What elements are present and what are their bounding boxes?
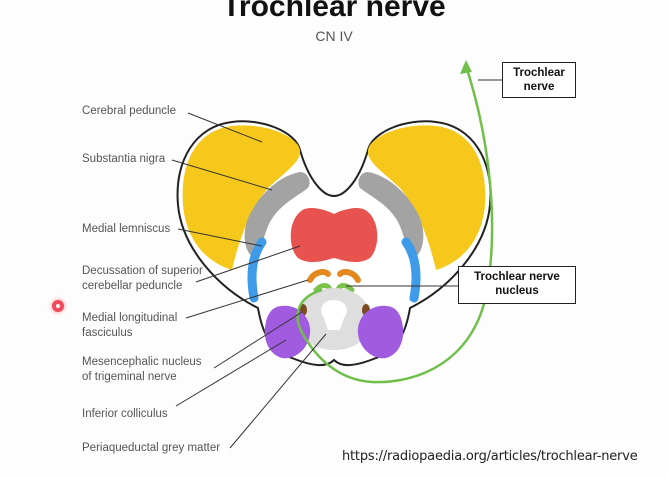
trochlear-nerve-arrowhead [460,60,472,74]
cerebral-aqueduct [321,300,347,330]
medial-lemniscus-right [401,237,421,303]
pointer-cursor-icon [52,300,64,312]
label-periaqueductal-grey: Periaqueductal grey matter [82,442,221,454]
callout-trochlear-nucleus: Trochlear nerve nucleus [458,266,576,304]
mlf-left [307,269,331,283]
diagram-subtitle: CN IV [315,28,353,44]
label-inferior-colliculus: Inferior colliculus [82,408,168,420]
leader-lines [171,79,502,449]
label-substantia-nigra: Substantia nigra [82,153,166,165]
substantia-nigra-right [358,172,424,258]
callout-trochlear-nerve: Trochlear nerve [502,62,576,98]
cerebral-peduncle-left [182,125,301,270]
mlf-right [337,269,361,283]
cerebral-peduncle-right [367,125,486,270]
inferior-colliculus-left [264,305,311,359]
label-medial-lemniscus: Medial lemniscus [82,223,171,235]
inferior-colliculus-right [357,305,404,359]
label-mesencephalic-nucleus: Mesencephalic nucleus of trigeminal nerv… [82,356,202,383]
label-mlf: Medial longitudinal fasciculus [82,312,178,339]
label-decussation: Decussation of superior cerebellar pedun… [82,265,203,292]
diagram-title: Trochlear nerve [222,0,446,23]
label-cerebral-peduncle: Cerebral peduncle [82,105,176,117]
substantia-nigra-left [244,172,310,258]
source-url[interactable]: https://radiopaedia.org/articles/trochle… [342,449,638,464]
decussation-region [290,208,378,263]
trochlear-nerve-path [296,65,494,384]
